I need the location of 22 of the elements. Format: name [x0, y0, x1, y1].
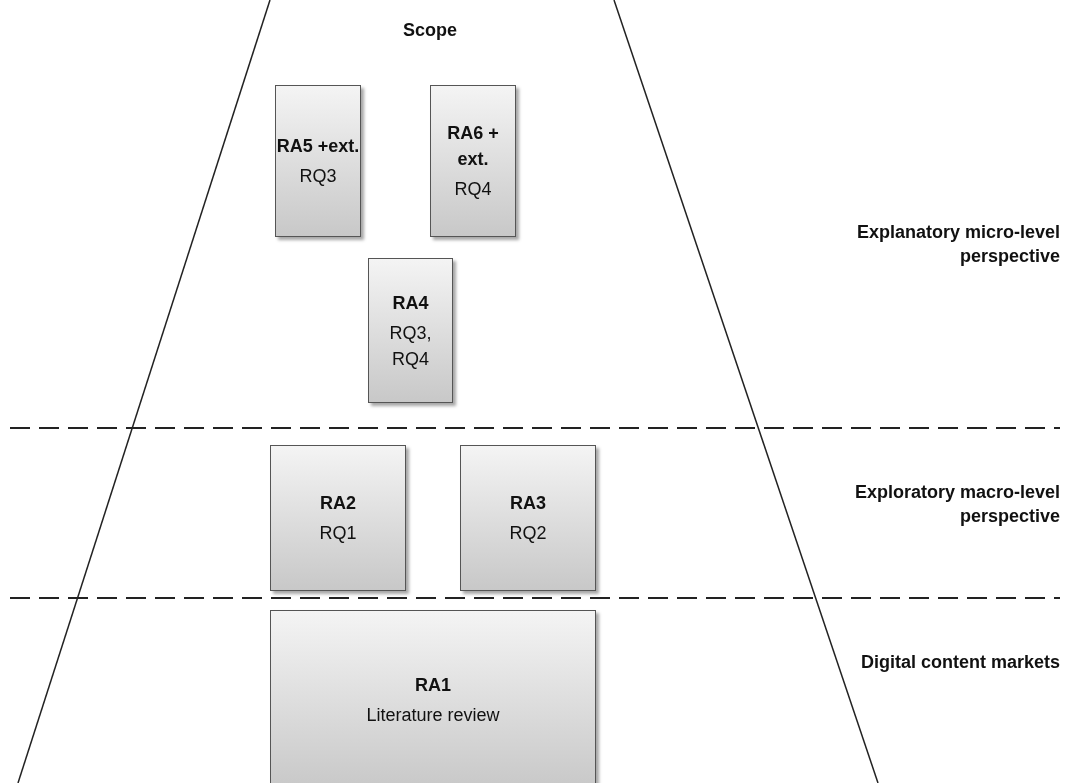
section-title: Scope [403, 19, 458, 42]
box-text: RQ4 [454, 178, 492, 201]
box-heading: RA1 [415, 674, 451, 697]
box-text: Literature review [366, 704, 500, 727]
box-heading: RA2 [320, 492, 356, 515]
box-heading: RA4 [392, 291, 429, 315]
box-heading: RA5 +ext. [276, 135, 360, 158]
level-label: Explanatory micro-level perspective [855, 221, 1060, 268]
box-text: RQ3 [299, 165, 337, 188]
box-text: RQ2 [509, 522, 547, 545]
box-text: RQ3, RQ4 [388, 321, 433, 371]
level-label: Exploratory macro-level perspective [853, 481, 1060, 528]
research-box [270, 610, 596, 783]
box-heading: RA6 + ext. [446, 122, 500, 171]
level-label: Digital content markets [859, 651, 1060, 674]
research-box [275, 85, 361, 237]
box-text: RQ1 [319, 522, 357, 545]
box-heading: RA3 [510, 492, 546, 515]
research-box [270, 445, 406, 591]
research-box [368, 258, 453, 403]
research-box [460, 445, 596, 591]
research-box [430, 85, 516, 237]
